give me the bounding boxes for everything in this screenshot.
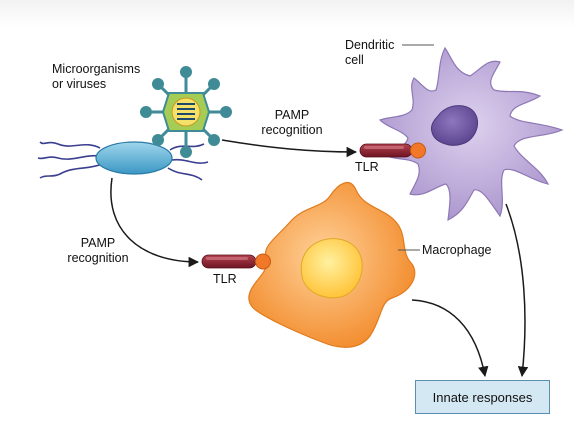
dendritic-label-line1: Dendritic: [345, 38, 395, 52]
microorganisms-label: Microorganisms or viruses: [52, 62, 140, 92]
tlr-macrophage-label: TLR: [213, 272, 237, 286]
pamp-left-line2: recognition: [67, 251, 129, 265]
innate-responses-box: Innate responses: [415, 380, 550, 414]
pamp-top-line2: recognition: [261, 123, 323, 137]
tlr-macrophage-receptor: [201, 253, 271, 270]
arrow-pamp-to-macrophage: [110, 177, 200, 268]
tlr-dendritic-receptor: [359, 142, 426, 159]
macrophage: [248, 181, 416, 348]
microorganisms-label-line1: Microorganisms: [52, 62, 141, 76]
virus: [140, 66, 232, 158]
dendritic-label-line2: cell: [345, 53, 364, 67]
pamp-left-line1: PAMP: [80, 236, 116, 250]
dendritic-cell-label: Dendritic cell: [345, 38, 394, 68]
arrows: [110, 139, 529, 378]
dendritic-cell: [378, 46, 564, 222]
pamp-recognition-left-label: PAMP recognition: [58, 236, 138, 266]
pamp-recognition-top-label: PAMP recognition: [252, 108, 332, 138]
arrow-dendritic-to-innate: [505, 203, 529, 378]
arrow-macrophage-to-innate: [411, 299, 489, 378]
microorganisms-label-line2: or viruses: [52, 77, 107, 91]
pamp-top-line1: PAMP: [274, 108, 310, 122]
tlr-dendritic-label: TLR: [355, 160, 379, 174]
arrow-pamp-to-dendritic: [221, 139, 358, 158]
bacterium: [37, 141, 209, 181]
macrophage-label: Macrophage: [422, 243, 492, 257]
innate-responses-label: Innate responses: [432, 389, 533, 405]
